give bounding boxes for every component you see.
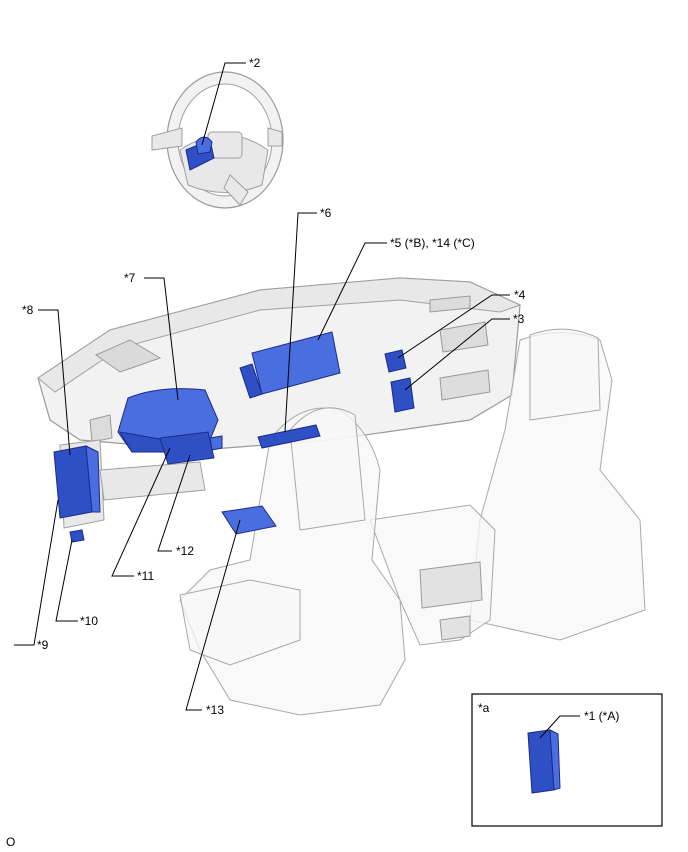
callout-2: *2 [249,56,261,70]
inset-box [471,693,663,827]
center-console [369,504,496,646]
part-6-module [257,424,321,449]
part-10-sensor [69,529,85,543]
callout-8: *8 [22,303,34,317]
callout-9: *9 [37,638,49,652]
part-11-12-modules [159,431,223,465]
leader-lines [14,62,580,739]
front-seat [179,407,406,716]
callout-12: *12 [176,544,194,558]
callout-3: *3 [513,312,525,326]
footer-code: O [6,835,15,849]
steering-wheel [151,71,284,209]
callout-4: *4 [514,288,526,302]
rear-seat [469,328,646,641]
inset-label: *a [478,701,490,715]
part-5-14-display [239,331,341,399]
callout-7: *7 [124,271,136,285]
part-3-module [390,377,415,413]
callout-10: *10 [80,614,98,628]
callout-6: *6 [320,206,332,220]
callout-5-14: *5 (*B), *14 (*C) [390,236,475,250]
callout-1: *1 (*A) [584,709,619,723]
part-1-inset-module [527,729,561,794]
part-2-clock-spring [185,136,215,171]
part-8-9-ecu [53,445,101,519]
part-4-module [384,349,407,373]
callout-11: *11 [137,569,154,583]
part-13-module [221,505,277,535]
callout-13: *13 [206,703,224,717]
